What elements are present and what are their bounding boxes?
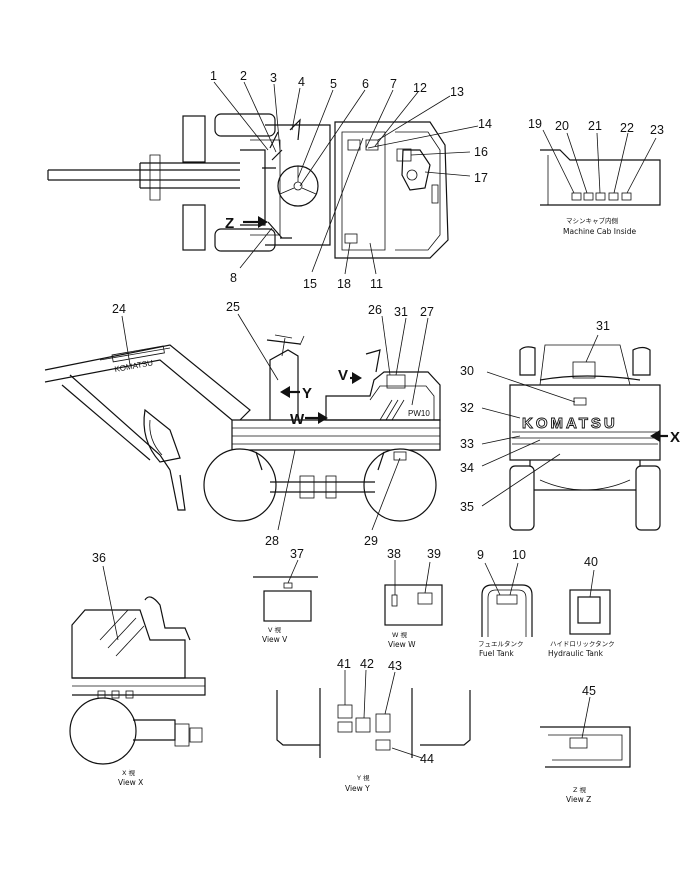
callout-39: 39 <box>427 547 441 561</box>
view-z-arrow: Z <box>225 215 268 232</box>
callout-4: 4 <box>298 75 305 89</box>
callout-42: 42 <box>360 657 374 671</box>
callout-31-side: 31 <box>394 305 408 319</box>
callout-35: 35 <box>460 500 474 514</box>
callout-12: 12 <box>413 81 427 95</box>
callout-25: 25 <box>226 300 240 314</box>
view-x-caption-jp: X 視 <box>122 768 136 777</box>
callout-16: 16 <box>474 145 488 159</box>
callout-9: 9 <box>477 548 484 562</box>
view-v-arrow: V <box>338 367 362 384</box>
view-y-detail <box>276 669 471 759</box>
view-z-caption-jp: Z 視 <box>573 785 587 794</box>
callout-7: 7 <box>390 77 397 91</box>
callout-21: 21 <box>588 119 602 133</box>
view-v-caption-jp: V 視 <box>268 625 282 634</box>
callout-23: 23 <box>650 123 664 137</box>
callout-13: 13 <box>450 85 464 99</box>
callout-29: 29 <box>364 534 378 548</box>
callout-3: 3 <box>270 71 277 85</box>
hydraulic-tank-detail <box>569 569 611 635</box>
rear-leaders <box>481 334 599 507</box>
hydraulic-tank-caption-en: Hydraulic Tank <box>548 649 604 658</box>
view-y-arrow: Y <box>280 385 312 402</box>
callout-26: 26 <box>368 303 382 317</box>
callout-18: 18 <box>337 277 351 291</box>
callout-22: 22 <box>620 121 634 135</box>
cab-inside-caption-jp: マシンキャブ内側 <box>566 216 619 225</box>
callout-36: 36 <box>92 551 106 565</box>
callout-10: 10 <box>512 548 526 562</box>
callout-43: 43 <box>388 659 402 673</box>
callout-41: 41 <box>337 657 351 671</box>
komatsu-logo: KOMATSU <box>522 415 618 432</box>
view-z-caption-en: View Z <box>566 795 591 804</box>
callout-6: 6 <box>362 77 369 91</box>
view-w-caption-jp: W 視 <box>392 630 407 639</box>
rear-view: KOMATSU <box>509 344 661 531</box>
callout-45: 45 <box>582 684 596 698</box>
cab-inside-view <box>540 129 661 206</box>
fuel-tank-caption-jp: フュエルタンク <box>478 639 524 648</box>
view-x-caption-en: View X <box>118 778 143 787</box>
view-v-caption-en: View V <box>262 635 288 644</box>
view-y-caption-jp: Y 視 <box>356 773 370 782</box>
view-x-marker: X <box>670 429 680 446</box>
view-y-caption-en: View Y <box>345 784 370 793</box>
callout-38: 38 <box>387 547 401 561</box>
fuel-tank-detail <box>481 562 533 637</box>
top-leaders <box>213 81 479 275</box>
callout-33: 33 <box>460 437 474 451</box>
callout-30: 30 <box>460 364 474 378</box>
callout-28: 28 <box>265 534 279 548</box>
callout-40: 40 <box>584 555 598 569</box>
callout-2: 2 <box>240 69 247 83</box>
view-v-marker: V <box>338 367 348 384</box>
side-leaders <box>121 313 429 531</box>
callout-5: 5 <box>330 77 337 91</box>
callout-8: 8 <box>230 271 237 285</box>
callout-15: 15 <box>303 277 317 291</box>
view-w-detail <box>384 560 443 626</box>
view-y-marker: Y <box>302 385 312 402</box>
view-w-marker: W <box>290 411 305 428</box>
view-z-detail <box>540 696 631 768</box>
view-v-detail <box>253 559 318 622</box>
view-x-arrow: X <box>650 429 680 446</box>
callout-27: 27 <box>420 305 434 319</box>
callout-37: 37 <box>290 547 304 561</box>
side-view: PW10 KOMATSU <box>44 334 441 522</box>
model-badge: PW10 <box>408 409 430 418</box>
callout-11: 11 <box>370 277 383 291</box>
fuel-tank-caption-en: Fuel Tank <box>479 649 514 658</box>
view-x-detail <box>69 565 206 765</box>
callout-24: 24 <box>112 302 126 316</box>
callout-44: 44 <box>420 752 434 766</box>
callout-34: 34 <box>460 461 474 475</box>
top-plan-view <box>47 113 449 259</box>
callout-19: 19 <box>528 117 542 131</box>
callout-14: 14 <box>478 117 492 131</box>
callout-1: 1 <box>210 69 217 83</box>
view-w-caption-en: View W <box>388 640 416 649</box>
callout-17: 17 <box>474 171 488 185</box>
callout-20: 20 <box>555 119 569 133</box>
callout-31-rear: 31 <box>596 319 610 333</box>
hydraulic-tank-caption-jp: ハイドロリックタンク <box>550 639 615 648</box>
view-w-arrow: W <box>290 411 328 428</box>
view-z-marker: Z <box>225 215 234 232</box>
callout-32: 32 <box>460 401 474 415</box>
cab-inside-caption-en: Machine Cab Inside <box>563 227 636 236</box>
